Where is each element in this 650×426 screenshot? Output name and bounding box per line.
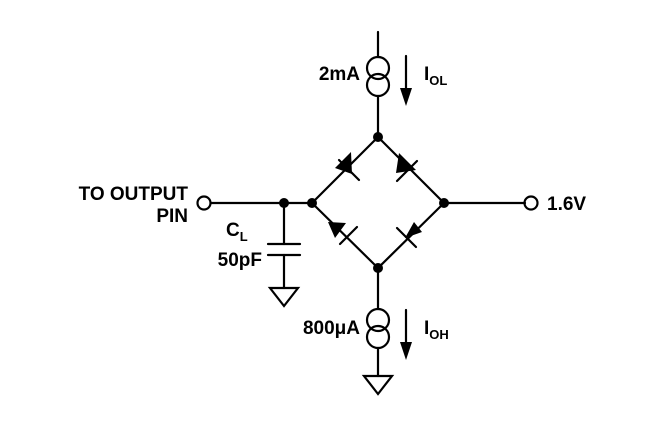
output-pin-terminal <box>196 195 212 211</box>
voltage-terminal <box>523 195 539 211</box>
output-pin-label-line2: PIN <box>156 206 188 227</box>
current-source-bottom <box>365 307 391 350</box>
diode-upper-left <box>335 152 361 182</box>
bottom-current-subscript: OH <box>429 327 449 342</box>
diode-lower-right <box>395 222 422 249</box>
top-current-name: I <box>424 64 429 85</box>
arrow-down-icon <box>400 54 412 106</box>
current-source-top <box>365 55 391 98</box>
top-current-subscript: OL <box>429 73 447 88</box>
ground-symbol-bottom <box>361 374 395 396</box>
capacitor-value: 50pF <box>218 250 262 271</box>
diode-lower-left <box>328 222 359 246</box>
top-current-label: IOL <box>424 64 447 88</box>
arrow-down-icon <box>400 308 412 360</box>
capacitor-subscript: L <box>240 229 248 244</box>
voltage-label: 1.6V <box>547 194 586 215</box>
capacitor-label: CL <box>226 220 248 244</box>
bottom-current-value: 800μA <box>303 318 360 339</box>
capacitor-cl <box>266 201 302 290</box>
output-pin-label-line1: TO OUTPUT <box>79 184 189 205</box>
top-current-value: 2mA <box>319 64 360 85</box>
bottom-current-name: I <box>424 318 429 339</box>
bottom-current-label: IOH <box>424 318 449 342</box>
ground-symbol-cap <box>267 286 301 308</box>
capacitor-name: C <box>226 220 240 241</box>
diode-upper-right <box>395 153 419 183</box>
diode-bridge <box>310 135 446 270</box>
